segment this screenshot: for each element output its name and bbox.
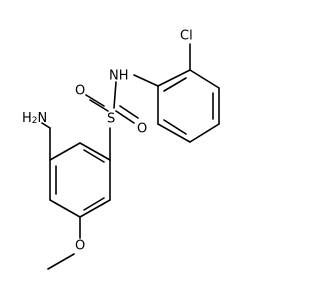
bond [163, 119, 187, 135]
bond [113, 81, 117, 109]
atom-label-amine: H2N [22, 111, 47, 127]
bond [189, 123, 220, 143]
bond [189, 69, 220, 89]
atom-label-oxygen-bottom: O [137, 122, 147, 137]
bond [89, 99, 109, 112]
amine-h: H [22, 111, 32, 126]
bond [119, 105, 139, 119]
bond [41, 122, 51, 129]
bond [49, 199, 81, 218]
amine-n: N [38, 111, 48, 126]
molecule-structure: H2N Cl NH S O O O [22, 29, 220, 270]
bond [83, 197, 105, 211]
bond [133, 74, 159, 87]
bond [85, 94, 105, 107]
atom-labels: H2N Cl NH S O O O [22, 29, 193, 254]
bonds [41, 43, 220, 270]
amine-subscript: 2 [32, 116, 38, 126]
bond [79, 142, 111, 161]
bond [79, 199, 111, 218]
bond [47, 253, 75, 270]
atom-label-nh: NH [109, 69, 129, 84]
bond [157, 123, 191, 143]
bond [115, 110, 135, 124]
atom-label-methoxy-oxygen: O [75, 239, 85, 254]
bond [83, 149, 105, 163]
bond [163, 77, 187, 92]
atom-label-chlorine: Cl [180, 29, 193, 44]
atom-label-sulfur: S [107, 112, 115, 127]
bond [157, 69, 191, 87]
bond [49, 142, 81, 161]
atom-label-oxygen-top: O [75, 84, 85, 99]
